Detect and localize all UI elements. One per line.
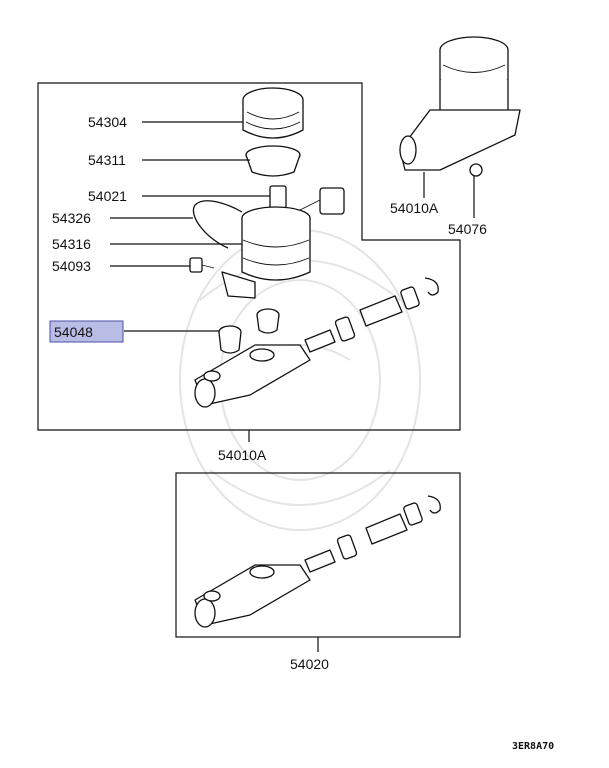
mounting-bolt-part (189, 257, 215, 273)
label-54304: 54304 (88, 114, 127, 130)
main-assembly-frame (37, 82, 461, 431)
label-54048[interactable]: 54048 (54, 324, 93, 340)
hose-part (192, 200, 243, 249)
switch-connector-part (299, 187, 345, 215)
master-cylinder-body-part (194, 344, 311, 408)
label-54010A-main: 54010A (218, 447, 267, 463)
strainer-part (245, 145, 301, 177)
label-54020: 54020 (290, 656, 329, 672)
repair-kit-body-part (194, 564, 311, 628)
label-54326: 54326 (52, 210, 91, 226)
reservoir-body-part (221, 206, 311, 299)
reservoir-cap-part (242, 87, 304, 139)
label-54021: 54021 (88, 188, 127, 204)
label-54010A-side: 54010A (390, 200, 439, 216)
label-54311: 54311 (88, 152, 126, 168)
repair-kit-piston-set-part (304, 495, 441, 573)
piston-spring-set-part (304, 277, 439, 353)
label-54316: 54316 (52, 236, 91, 252)
complete-assembly-part (399, 36, 521, 177)
grommet-part (218, 308, 280, 354)
label-54093: 54093 (52, 258, 91, 274)
highlight-54048 (49, 320, 124, 343)
label-54076: 54076 (448, 221, 487, 237)
figure-code: 3ER8A70 (512, 741, 554, 752)
